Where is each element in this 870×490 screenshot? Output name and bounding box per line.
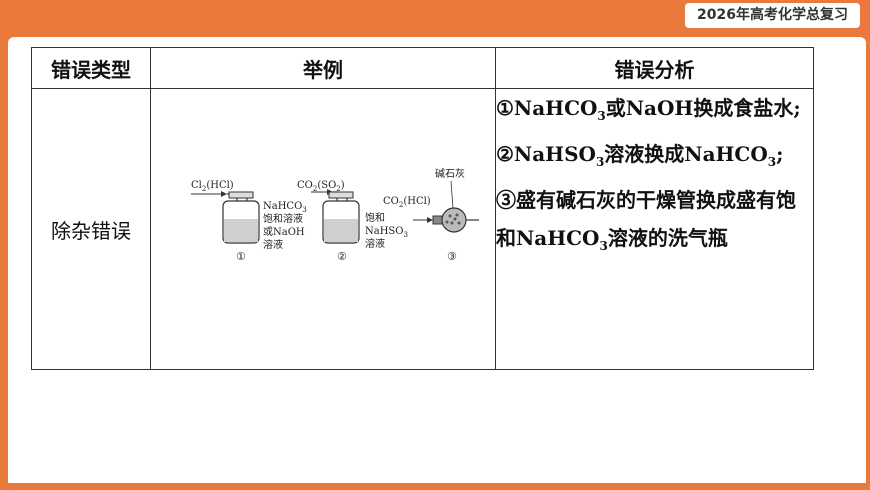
soda-lime-label: 碱石灰 [435,167,465,180]
drying-tube-number: ③ [447,250,457,263]
bottle2-number: ② [337,250,347,263]
error-table: 错误类型 举例 错误分析 除杂错误 Cl2(HCl) NaHCO3 饱和溶液 或… [31,47,814,370]
example-diagram-cell: Cl2(HCl) NaHCO3 饱和溶液 或NaOH 溶液 ① CO2(SO2) [150,88,496,370]
course-badge: 2026年高考化学总复习 [685,3,860,28]
analysis-cell: ①NaHCO3或NaOH换成食盐水; ②NaHSO3溶液换成NaHCO3; ③盛… [495,88,814,370]
bottle2-stopper [328,191,354,199]
analysis-point-2: ②NaHSO3溶液换成NaHCO3; [496,142,784,169]
bottle1-stopper [228,191,254,199]
svg-text:或NaOH: 或NaOH [263,226,305,238]
header-example: 举例 [150,47,496,89]
table-row: 除杂错误 Cl2(HCl) NaHCO3 饱和溶液 或NaOH 溶液 ① [31,88,814,370]
bottle2-gas-label: CO2(SO2) [297,180,345,193]
drying-tube-gas-label: CO2(HCl) [383,196,431,209]
bottle2-liquid [324,219,358,242]
svg-text:NaHCO3: NaHCO3 [263,201,307,214]
arrow-head-icon [221,191,227,197]
error-type-cell: 除杂错误 [31,88,151,370]
arrow-head-icon [427,217,433,223]
bottle1-number: ① [236,250,246,263]
table-header-row: 错误类型 举例 错误分析 [31,47,814,89]
analysis-point-3: ③盛有碱石灰的干燥管换成盛有饱和NaHCO3溶液的洗气瓶 [496,188,796,253]
bottle1-gas-label: Cl2(HCl) [191,180,234,193]
header-analysis: 错误分析 [495,47,814,89]
svg-text:溶液: 溶液 [365,237,385,250]
bottle1-liquid [224,219,258,242]
bottle1-reagent-label: 饱和溶液 [263,212,303,225]
bottle2-reagent-label: 饱和 [365,212,385,224]
svg-text:溶液: 溶液 [263,238,283,251]
svg-text:NaHSO3: NaHSO3 [365,226,408,239]
apparatus-diagram: Cl2(HCl) NaHCO3 饱和溶液 或NaOH 溶液 ① CO2(SO2) [191,167,479,263]
header-error-type: 错误类型 [31,47,151,89]
analysis-point-1: ①NaHCO3或NaOH换成食盐水; [496,96,801,123]
